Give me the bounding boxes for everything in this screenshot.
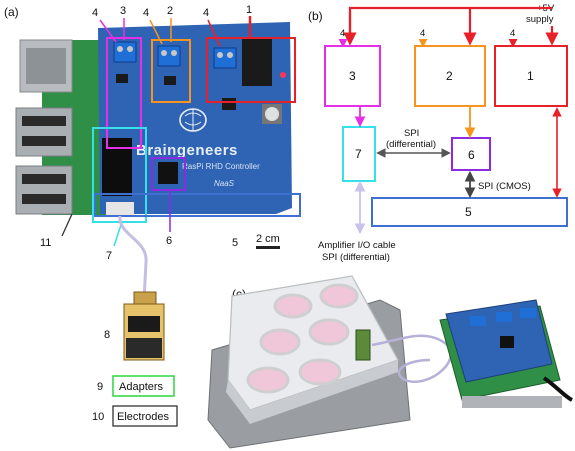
callout-1: 1 [246,4,252,16]
label-9: 9 [97,381,103,393]
block-6-label: 6 [468,148,475,162]
amp-cable-line1: Amplifier I/O cable [318,240,396,251]
panel-label-a: (a) [4,5,19,19]
amplifier-chip [124,292,164,360]
scale-bar-label: 2 cm [256,233,280,245]
scale-bar [256,246,280,249]
callout-7: 7 [106,250,112,262]
pcb-signature-text: NaaS [214,179,235,188]
callout-4a: 4 [92,7,98,19]
block-7-label: 7 [355,147,362,161]
callout-3: 3 [120,5,126,17]
callout-11: 11 [40,237,51,249]
pcb-subtitle-text: RasPi RHD Controller [182,162,260,171]
four-label-1: 4 [510,28,515,39]
supply-line2: supply [526,14,554,25]
panel-label-b: (b) [308,9,323,23]
spi-diff-line2: (differential) [386,139,436,150]
amplifier-cable [120,216,146,300]
callout-4c: 4 [203,7,209,19]
four-label-3: 4 [340,28,345,39]
spi-diff-line1: SPI [404,128,419,139]
supply-bus [350,8,552,43]
callout-5: 5 [232,237,238,249]
label-10: 10 [92,411,104,423]
adapters-label: Adapters [119,381,164,393]
four-label-2: 4 [420,28,425,39]
callout-6: 6 [166,235,172,247]
block-2-label: 2 [446,69,453,83]
well-plate-photo [208,276,410,448]
electrodes-label: Electrodes [117,411,169,423]
block-5-label: 5 [465,205,472,219]
spi-cmos-label: SPI (CMOS) [478,181,531,192]
callout-8: 8 [104,329,110,341]
callout-2: 2 [167,5,173,17]
amp-cable-line2: SPI (differential) [322,252,390,263]
raspi-stack-photo [440,300,572,408]
block-1-label: 1 [527,69,534,83]
pcb-brand-text: Braingeneers [136,142,238,159]
callout-4b: 4 [143,7,149,19]
block-3-label: 3 [349,69,356,83]
